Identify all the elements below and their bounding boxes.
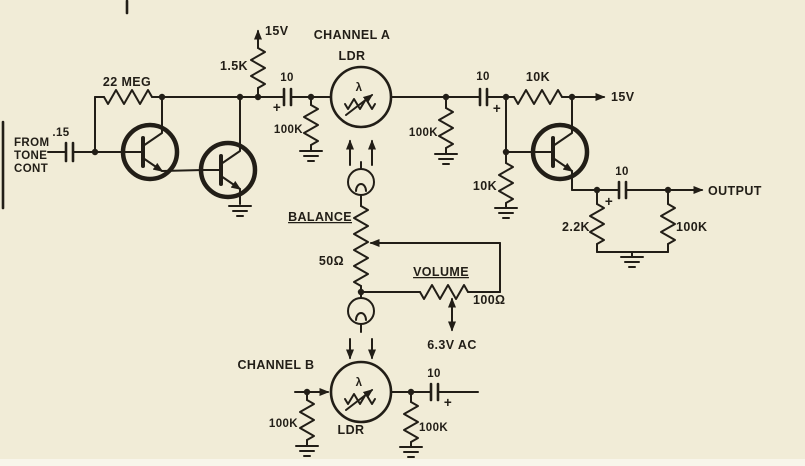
ground-symbol	[620, 256, 644, 268]
junction-dot	[442, 93, 450, 101]
resistor-100k-a2	[438, 107, 454, 149]
cap-out-polarity: +	[605, 194, 613, 209]
modulator-section: BALANCE 50Ω VOLUME 100Ω 6.3V AC	[288, 139, 505, 360]
channel-b-ldr-label: LDR	[338, 423, 365, 437]
resistor-100k-a2-value: 100K	[409, 127, 438, 139]
channel-b-title: CHANNEL B	[238, 358, 315, 372]
resistor-1-5k	[250, 47, 266, 89]
junction-dot	[407, 388, 415, 396]
resistor-10k-base-value: 10K	[473, 179, 497, 193]
resistor-100k-b2	[403, 401, 419, 443]
cap-a-polarity: +	[273, 100, 281, 115]
resistor-100k-out	[660, 203, 676, 245]
resistor-100k-a1	[303, 104, 319, 146]
output-label: OUTPUT	[708, 184, 762, 198]
junction-dot	[502, 148, 510, 156]
junction-dot	[593, 186, 601, 194]
page-bottom-edge	[0, 459, 805, 466]
supply-right-label: 15V	[611, 90, 635, 104]
resistor-1-5k-value: 1.5K	[220, 59, 248, 73]
ground-symbol	[434, 153, 458, 165]
transistor-q2	[201, 143, 255, 197]
resistor-100k-b1-value: 100K	[269, 418, 298, 430]
balance-value: 50Ω	[319, 254, 344, 268]
junction-dot	[254, 93, 262, 101]
volume-value: 100Ω	[473, 293, 505, 307]
resistor-100k-b2-value: 100K	[419, 422, 448, 434]
ac-supply-label: 6.3V AC	[427, 338, 477, 352]
preamp-section: 22 MEG 15V 1.5K 10 + 100K	[94, 24, 332, 217]
resistor-10k-collector-value: 10K	[526, 70, 550, 84]
cap-a-value: 10	[280, 72, 294, 84]
label-tone: TONE	[14, 150, 47, 162]
transistor-q3	[533, 125, 587, 179]
ldr-b-element	[345, 390, 375, 410]
input-section: FROM TONE CONT .15	[14, 96, 126, 175]
ldr-b-photo-symbol: λ	[356, 377, 363, 389]
ground-symbol	[494, 207, 518, 219]
cap-c-polarity: +	[444, 395, 452, 410]
lamp-b-symbol	[347, 297, 375, 325]
junction-dot	[236, 93, 244, 101]
resistor-2-2k-value: 2.2K	[562, 220, 590, 234]
ldr-a-symbol	[329, 65, 393, 129]
ground-symbol	[399, 446, 423, 458]
junction-dot	[664, 186, 672, 194]
balance-label: BALANCE	[288, 210, 352, 224]
ldr-a-photo-symbol: λ	[356, 82, 363, 94]
lamp-a-symbol	[347, 168, 375, 196]
input-cap-value: .15	[52, 127, 69, 139]
volume-potentiometer	[419, 284, 469, 300]
junction-dot	[91, 148, 99, 156]
junction-dot	[307, 93, 315, 101]
output-stage-section: 10K 15V 10K 2.2K 10 + OUTPUT 100K	[473, 70, 762, 268]
resistor-10k-collector	[513, 89, 563, 105]
ldr-b-symbol	[329, 360, 393, 424]
resistor-10k-base	[498, 162, 514, 204]
junction-dot	[568, 93, 576, 101]
cap-b-value: 10	[476, 71, 490, 83]
channel-b-section: CHANNEL B 100K λ LDR 10 + 100K	[238, 358, 479, 458]
cap-c-value: 10	[427, 368, 441, 380]
resistor-22meg-value: 22 MEG	[103, 75, 151, 89]
label-from: FROM	[14, 137, 49, 149]
label-cont: CONT	[14, 163, 48, 175]
resistor-100k-out-value: 100K	[676, 220, 707, 234]
ground-symbol	[299, 150, 323, 162]
wire	[161, 169, 204, 172]
ground-symbol	[295, 445, 319, 457]
resistor-100k-b1	[299, 399, 315, 441]
resistor-2-2k	[589, 203, 605, 245]
ground-symbol	[228, 205, 252, 217]
ldr-a-element	[345, 95, 375, 115]
cap-out-value: 10	[615, 166, 629, 178]
junction-dot	[303, 388, 311, 396]
resistor-100k-a1-value: 100K	[274, 124, 303, 136]
resistor-22meg	[103, 89, 153, 105]
channel-a-section: CHANNEL A LDR λ 100K 10 +	[314, 28, 515, 165]
supply-top-label: 15V	[265, 24, 289, 38]
balance-potentiometer	[353, 205, 369, 287]
channel-a-title: CHANNEL A	[314, 28, 391, 42]
volume-label: VOLUME	[413, 265, 469, 279]
cap-b-polarity: +	[493, 101, 501, 116]
channel-a-ldr-label: LDR	[339, 49, 366, 63]
junction-dot	[158, 93, 166, 101]
